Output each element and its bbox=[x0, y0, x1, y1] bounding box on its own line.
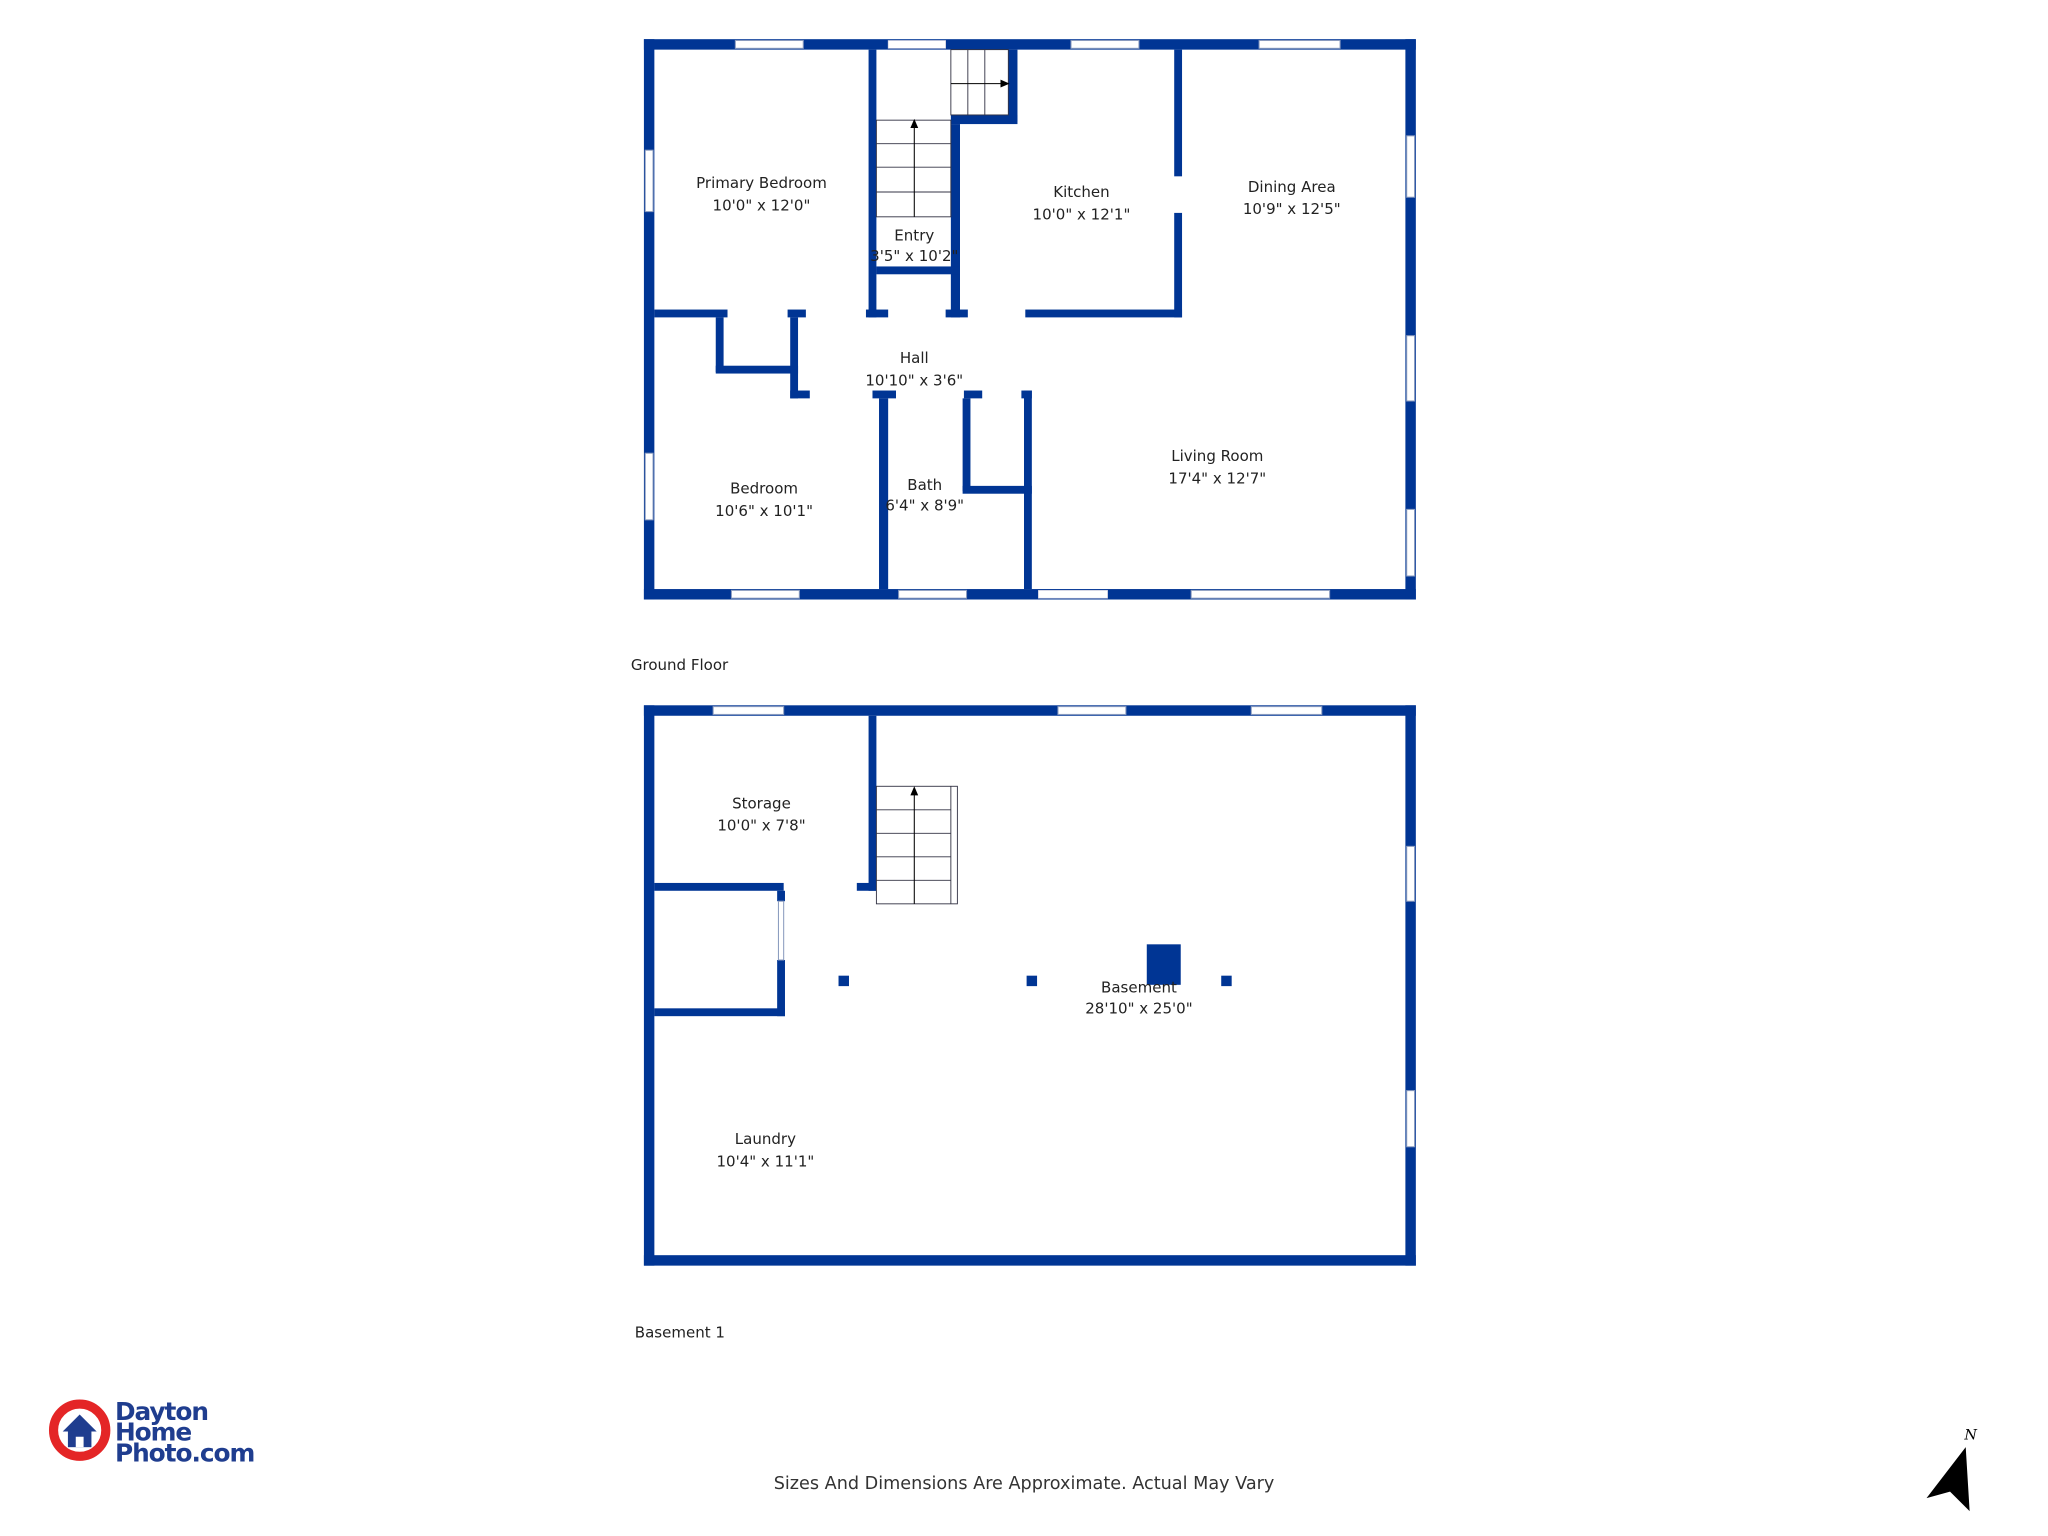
compass-label: N bbox=[1963, 1427, 1977, 1443]
room-name: Primary Bedroom bbox=[696, 174, 827, 192]
room-size: 10'10" x 3'6" bbox=[865, 371, 963, 389]
basement-plan: Storage 10'0" x 7'8" Basement 28'10" x 2… bbox=[635, 705, 1416, 1341]
ground-stairs bbox=[875, 49, 1010, 218]
room-size: 10'6" x 10'1" bbox=[715, 502, 813, 520]
room-name: Bedroom bbox=[730, 480, 798, 498]
ground-windows bbox=[644, 39, 1416, 599]
room-name: Storage bbox=[732, 794, 791, 812]
basement-walls bbox=[643, 705, 1416, 1266]
ground-room-labels: Primary Bedroom 10'0" x 12'0" Entry 3'5"… bbox=[696, 174, 1341, 520]
logo-text: Dayton bbox=[115, 1397, 208, 1426]
room-size: 10'4" x 11'1" bbox=[716, 1152, 814, 1170]
camera-house-icon bbox=[48, 1399, 111, 1461]
basement-room-labels: Storage 10'0" x 7'8" Basement 28'10" x 2… bbox=[716, 794, 1192, 1170]
logo-text: Photo.com bbox=[115, 1439, 254, 1468]
logo-text: Home bbox=[115, 1418, 191, 1447]
room-size: 10'9" x 12'5" bbox=[1243, 200, 1341, 218]
basement-stairs bbox=[875, 785, 958, 905]
disclaimer: Sizes And Dimensions Are Approximate. Ac… bbox=[774, 1474, 1275, 1494]
room-name: Hall bbox=[900, 349, 929, 367]
chimney bbox=[1146, 944, 1181, 985]
ground-walls bbox=[643, 39, 1416, 600]
room-size: 3'5" x 10'2" bbox=[870, 247, 958, 265]
room-size: 6'4" x 8'9" bbox=[885, 497, 964, 515]
room-size: 28'10" x 25'0" bbox=[1085, 1000, 1192, 1018]
room-name: Kitchen bbox=[1053, 183, 1109, 201]
room-name: Dining Area bbox=[1248, 178, 1336, 196]
room-name: Basement bbox=[1101, 979, 1177, 997]
room-name: Entry bbox=[894, 226, 934, 244]
basement-windows bbox=[712, 706, 1416, 1148]
ground-floor-plan: Primary Bedroom 10'0" x 12'0" Entry 3'5"… bbox=[631, 39, 1416, 674]
company-logo: Dayton Home Photo.com bbox=[48, 1397, 255, 1468]
room-size: 10'0" x 12'1" bbox=[1033, 205, 1131, 223]
floor-label: Ground Floor bbox=[631, 656, 729, 674]
north-arrow-icon: N bbox=[1926, 1427, 1977, 1512]
room-name: Laundry bbox=[735, 1130, 796, 1148]
room-size: 10'0" x 12'0" bbox=[713, 196, 811, 214]
room-name: Bath bbox=[907, 476, 942, 494]
room-name: Living Room bbox=[1171, 447, 1263, 465]
room-size: 17'4" x 12'7" bbox=[1168, 469, 1266, 487]
floor-label: Basement 1 bbox=[635, 1323, 725, 1341]
room-size: 10'0" x 7'8" bbox=[717, 817, 805, 835]
